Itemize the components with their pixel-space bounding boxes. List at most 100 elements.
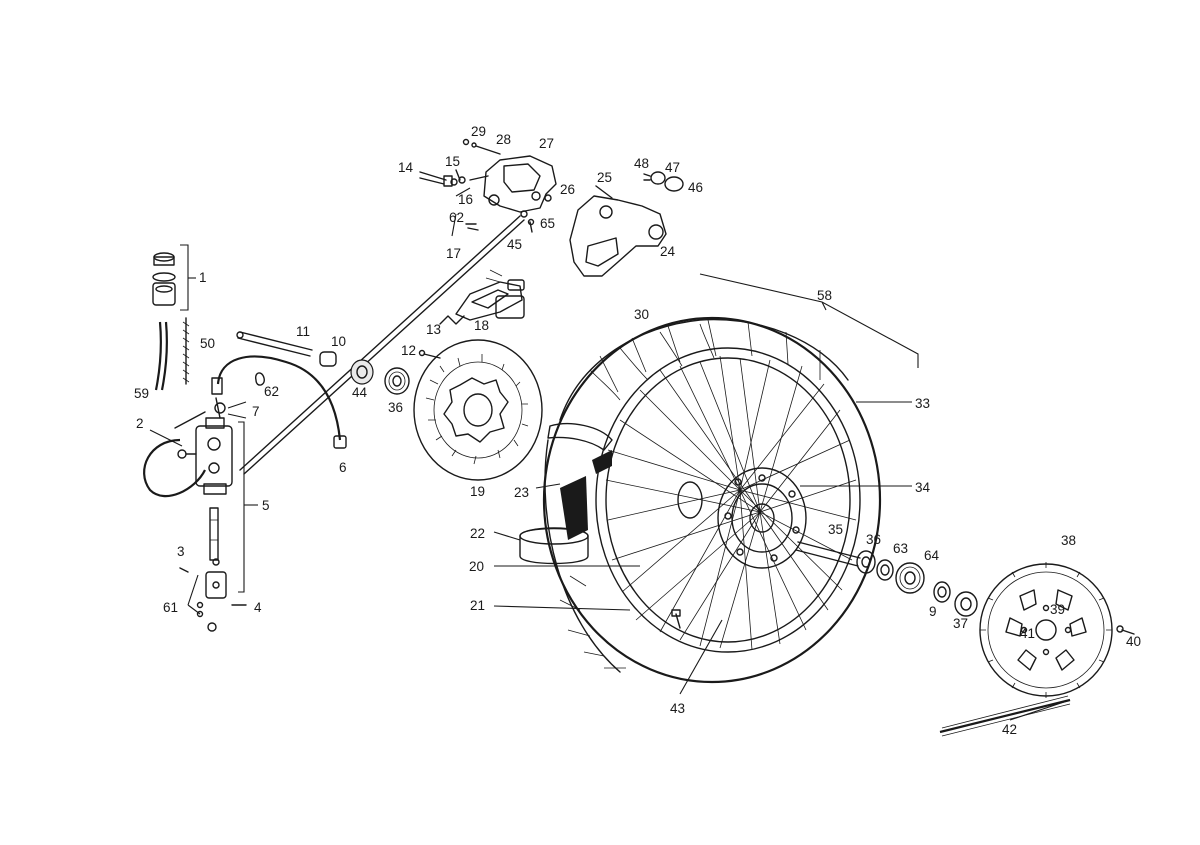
- bracket-hardware: [643, 171, 684, 192]
- wheel-spokes: [605, 355, 857, 651]
- callout-39: 39: [1050, 602, 1065, 617]
- callout-29: 29: [471, 124, 486, 139]
- callout-62-upper: 62: [449, 210, 464, 225]
- callout-50: 50: [200, 336, 215, 351]
- callout-7: 7: [252, 404, 260, 419]
- callout-65: 65: [540, 216, 555, 231]
- callout-43: 43: [670, 701, 685, 716]
- drive-chain: [939, 695, 1071, 737]
- spring-rod: [182, 317, 190, 385]
- callout-3: 3: [177, 544, 185, 559]
- callout-37: 37: [953, 616, 968, 631]
- pins-15-16: [450, 169, 466, 186]
- spacer-37: [954, 591, 978, 617]
- callout-46: 46: [688, 180, 703, 195]
- spacer-63: [876, 559, 894, 581]
- wheel-hub: [677, 467, 807, 569]
- callout-41: 41: [1020, 626, 1035, 641]
- seal-9: [933, 581, 951, 603]
- callout-61: 61: [163, 600, 178, 615]
- rear-brake-hose: [211, 355, 347, 449]
- callout-59: 59: [134, 386, 149, 401]
- callout-26: 26: [560, 182, 575, 197]
- callout-58: 58: [817, 288, 832, 303]
- callout-45: 45: [507, 237, 522, 252]
- callout-25: 25: [597, 170, 612, 185]
- seal-44: [350, 359, 374, 385]
- brake-reservoir: [152, 244, 196, 311]
- callout-14: 14: [398, 160, 414, 175]
- callout-47: 47: [665, 160, 680, 175]
- screw-12: [418, 349, 441, 359]
- callout-16: 16: [458, 192, 473, 207]
- callout-48: 48: [634, 156, 649, 171]
- callout-35: 35: [828, 522, 843, 537]
- brake-caliper: [469, 155, 557, 213]
- bracket-58: [699, 273, 919, 368]
- callout-27: 27: [539, 136, 554, 151]
- leader-2: [149, 429, 183, 447]
- bearing-64: [895, 562, 925, 594]
- callout-23: 23: [514, 485, 529, 500]
- callout-33: 33: [915, 396, 930, 411]
- sprocket-bolt-40: [1116, 625, 1135, 635]
- brake-pipe: [239, 215, 525, 475]
- rear-tire: [542, 316, 882, 684]
- bearing-36-right: [856, 550, 876, 574]
- clip-62: [465, 223, 479, 231]
- callout-11: 11: [296, 324, 310, 339]
- callout-21: 21: [470, 598, 485, 613]
- axle-rod: [236, 331, 313, 357]
- callout-1: 1: [199, 270, 207, 285]
- brake-disc: [413, 339, 543, 481]
- bleed-screws: [462, 138, 501, 155]
- wheel-rim: [595, 347, 861, 653]
- callout-44: 44: [352, 385, 368, 400]
- callout-2: 2: [136, 416, 144, 431]
- callout-34: 34: [915, 480, 931, 495]
- callout-36-right: 36: [866, 532, 881, 547]
- caliper-bracket: [569, 185, 667, 277]
- callout-12: 12: [401, 343, 416, 358]
- callout-labels: 1 2 3 4 5 6 7 9 10 11 12 13 14 15 16 17 …: [134, 124, 1141, 737]
- callout-5: 5: [262, 498, 270, 513]
- rim-tape: [547, 423, 613, 540]
- callout-19: 19: [470, 484, 485, 499]
- callout-6: 6: [339, 460, 347, 475]
- reservoir-hose: [154, 321, 168, 391]
- callout-24: 24: [660, 244, 676, 259]
- callout-22: 22: [470, 526, 485, 541]
- brake-line-loop: [143, 411, 206, 498]
- callout-20: 20: [469, 559, 484, 574]
- bearing-36-left: [384, 367, 410, 395]
- callout-64: 64: [924, 548, 940, 563]
- axle-spacer-10: [319, 351, 337, 367]
- callout-4: 4: [254, 600, 262, 615]
- callout-9: 9: [929, 604, 937, 619]
- pad-spring-13: [439, 315, 465, 325]
- brake-pads: [455, 269, 525, 321]
- axle-spacer-35: [795, 541, 861, 567]
- pushrod: [209, 507, 219, 561]
- callout-18: 18: [474, 318, 489, 333]
- master-cylinder: [177, 417, 258, 593]
- callout-62-lower: 62: [264, 384, 279, 399]
- callout-10: 10: [331, 334, 346, 349]
- callout-38: 38: [1061, 533, 1076, 548]
- caliper-bolt-14: [419, 171, 453, 187]
- callout-17: 17: [446, 246, 461, 261]
- rear-sprocket: [979, 562, 1113, 698]
- clevis-and-pins: [179, 558, 247, 632]
- caliper-fittings: [520, 194, 552, 233]
- tube-band: [519, 527, 589, 565]
- callout-42: 42: [1002, 722, 1017, 737]
- callout-63: 63: [893, 541, 908, 556]
- callout-13: 13: [426, 322, 441, 337]
- callout-40: 40: [1126, 634, 1141, 649]
- callout-15: 15: [445, 154, 460, 169]
- valve-stem: [671, 609, 681, 629]
- leader-lines: [451, 187, 1071, 721]
- callout-30: 30: [634, 307, 649, 322]
- callout-36-left: 36: [388, 400, 403, 415]
